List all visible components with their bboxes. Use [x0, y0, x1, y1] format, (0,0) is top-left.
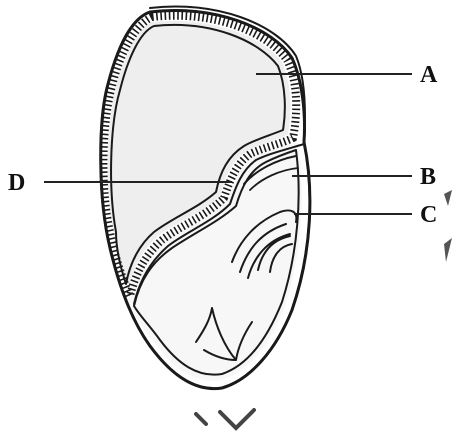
label-a: A — [420, 62, 438, 88]
scan-mark-bottom — [196, 410, 254, 428]
scan-mark-right — [444, 190, 452, 262]
label-d: D — [8, 170, 25, 196]
label-b: B — [420, 164, 436, 190]
label-c: C — [420, 202, 437, 228]
